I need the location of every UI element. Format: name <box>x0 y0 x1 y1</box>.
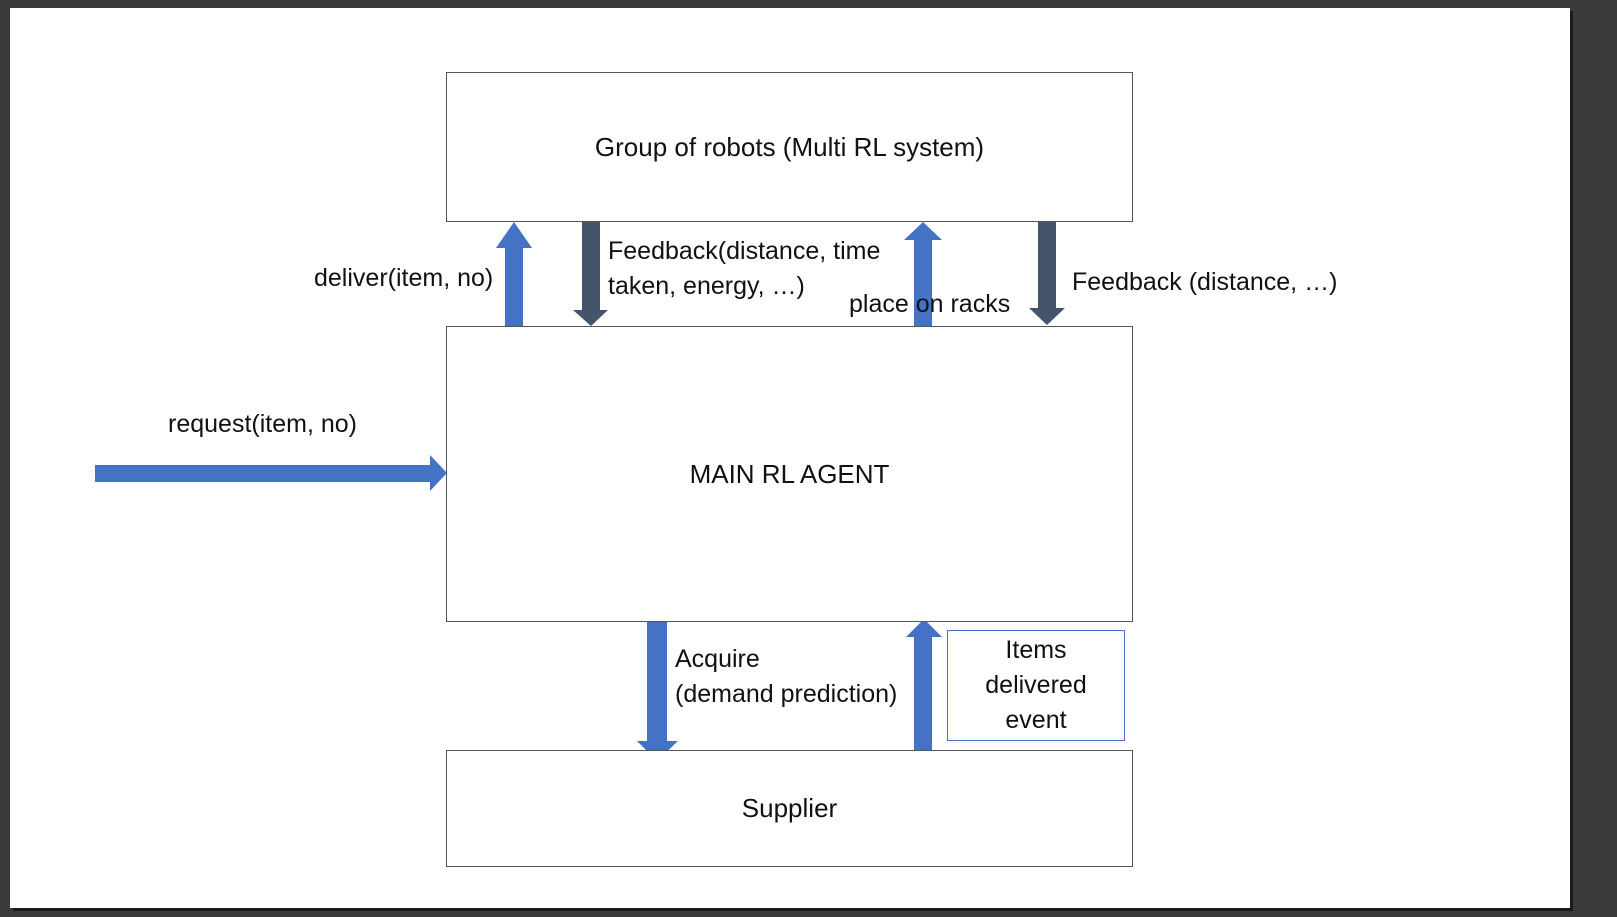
place-on-racks-label: place on racks <box>849 290 1011 318</box>
request-arrow <box>95 455 447 491</box>
supplier-box: Supplier <box>446 750 1133 867</box>
request-label: request(item, no) <box>168 410 357 438</box>
event-label-line1: Items <box>1005 636 1067 664</box>
acquire-label-line1: Acquire <box>675 645 760 673</box>
place-on-racks-arrow <box>904 222 942 326</box>
acquire-label-line2: (demand prediction) <box>675 680 898 708</box>
arrows-layer <box>95 219 1065 761</box>
robots-box: Group of robots (Multi RL system) <box>446 72 1133 222</box>
deliver-arrow <box>496 222 532 326</box>
feedback-left-label-line2: taken, energy, …) <box>608 272 805 300</box>
main-agent-box: MAIN RL AGENT <box>446 326 1133 622</box>
feedback-left-arrow <box>573 222 608 326</box>
feedback-left-label-line1: Feedback(distance, time <box>608 237 881 265</box>
diagram-canvas: Group of robots (Multi RL system) MAIN R… <box>10 8 1570 908</box>
feedback-right-label: Feedback (distance, …) <box>1072 268 1338 296</box>
event-label-line2: delivered <box>985 671 1087 699</box>
items-delivered-event-box: Items delivered event <box>947 630 1125 741</box>
acquire-arrow <box>637 621 678 761</box>
supplier-label: Supplier <box>741 793 838 823</box>
feedback-right-arrow <box>1029 219 1065 325</box>
robots-box-label: Group of robots (Multi RL system) <box>594 131 985 162</box>
deliver-label: deliver(item, no) <box>314 264 494 292</box>
event-label-line3: event <box>1005 706 1067 734</box>
items-delivered-arrow <box>906 619 942 754</box>
main-agent-label: MAIN RL AGENT <box>689 458 890 489</box>
